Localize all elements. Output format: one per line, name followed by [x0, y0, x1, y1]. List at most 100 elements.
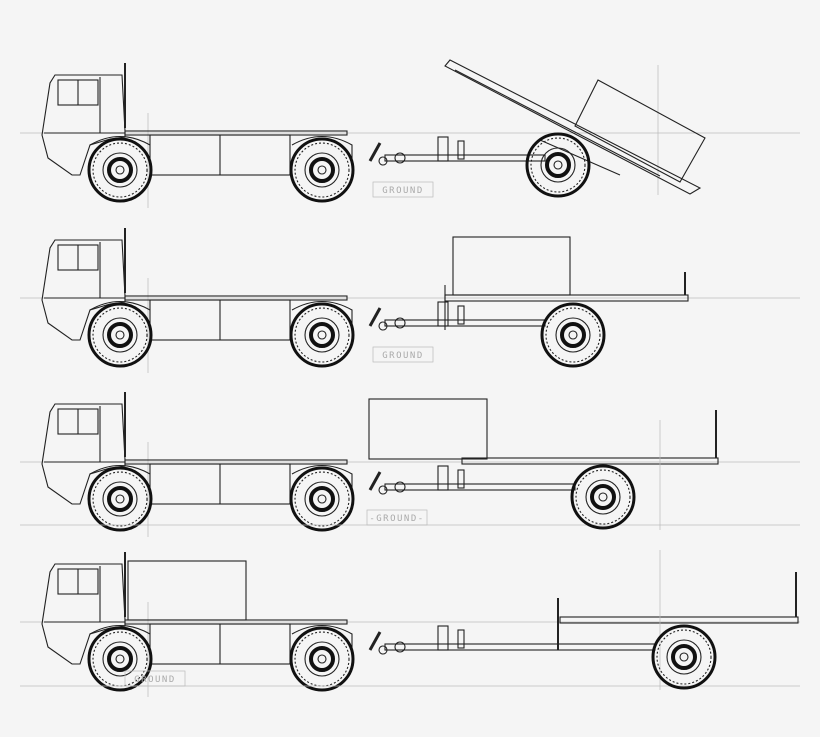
tread [92, 307, 148, 363]
hub [309, 646, 335, 672]
hub-cap [568, 330, 578, 340]
hub-cap [115, 494, 125, 504]
rear-fender [291, 301, 353, 333]
ground-label: GROUND [134, 675, 176, 685]
ground-label: GROUND [382, 186, 424, 196]
rim [585, 479, 621, 515]
ground-label-box [366, 509, 428, 526]
trailer-frame [539, 139, 621, 176]
container [574, 79, 706, 183]
tire [289, 302, 355, 368]
truck [41, 392, 388, 532]
tread [92, 142, 148, 198]
front-fender [89, 625, 151, 635]
trailer-bed [559, 616, 799, 624]
wheel [525, 132, 591, 198]
truck [41, 63, 388, 203]
wheel [87, 466, 153, 532]
hub [590, 484, 616, 510]
hub [107, 646, 133, 672]
row-3: -GROUND- [20, 392, 800, 537]
container [452, 236, 571, 296]
hub [309, 486, 335, 512]
tread [294, 142, 350, 198]
drawbar-eye [394, 641, 406, 653]
hub-cap [115, 654, 125, 664]
support-leg [457, 629, 465, 649]
rim [666, 639, 702, 675]
tire [540, 302, 606, 368]
container [127, 560, 247, 621]
rear-fender [291, 625, 353, 657]
hub-cap [317, 494, 327, 504]
rim [102, 481, 138, 517]
hub [107, 486, 133, 512]
wheel [289, 137, 355, 203]
hub [107, 322, 133, 348]
tire [87, 466, 153, 532]
drawbar-eye [394, 152, 406, 164]
support-leg [457, 469, 465, 489]
wheel [289, 626, 355, 692]
rim [304, 641, 340, 677]
drawbar [384, 483, 576, 491]
tilted-bed [444, 59, 702, 195]
rim [102, 641, 138, 677]
hub [560, 322, 586, 348]
hitch-lever [368, 471, 382, 491]
tire [651, 624, 717, 690]
jack-stand [437, 465, 449, 491]
tire [87, 302, 153, 368]
tire [289, 137, 355, 203]
tire [87, 137, 153, 203]
rim [102, 317, 138, 353]
front-fender [89, 301, 151, 311]
tread [92, 471, 148, 527]
wheel [651, 624, 717, 690]
wheel [87, 626, 153, 692]
wheel [570, 464, 636, 530]
tread [294, 307, 350, 363]
rear-fender [291, 136, 353, 168]
rim [102, 152, 138, 188]
hub-cap [115, 165, 125, 175]
rear-fender [291, 465, 353, 497]
hub-cap [115, 330, 125, 340]
wheel [87, 137, 153, 203]
jack-stand [437, 301, 449, 327]
hub-cap [317, 165, 327, 175]
row-4: GROUND [20, 550, 800, 697]
rim [304, 317, 340, 353]
hub-cap [553, 160, 563, 170]
row-2: GROUND [20, 228, 800, 373]
tread [656, 629, 712, 685]
hub [309, 322, 335, 348]
truck [41, 552, 388, 692]
tread [530, 137, 586, 193]
rim [555, 317, 591, 353]
tire [570, 464, 636, 530]
tire [87, 626, 153, 692]
container [368, 398, 488, 460]
drawbar [384, 643, 656, 651]
wheel [289, 302, 355, 368]
hub [671, 644, 697, 670]
row-1: GROUND [20, 59, 800, 208]
tread [92, 631, 148, 687]
hub [545, 152, 571, 178]
wheel [87, 302, 153, 368]
trailer-bed [461, 457, 719, 465]
tread [575, 469, 631, 525]
rim [304, 481, 340, 517]
truck [41, 228, 388, 368]
ground-label: -GROUND- [369, 514, 424, 524]
hitch-lever [368, 631, 382, 651]
ground-label-box [372, 346, 434, 363]
hub [309, 157, 335, 183]
rim [304, 152, 340, 188]
hub-cap [317, 654, 327, 664]
ground-label: GROUND [382, 351, 424, 361]
front-fender [89, 136, 151, 146]
front-fender [89, 465, 151, 475]
